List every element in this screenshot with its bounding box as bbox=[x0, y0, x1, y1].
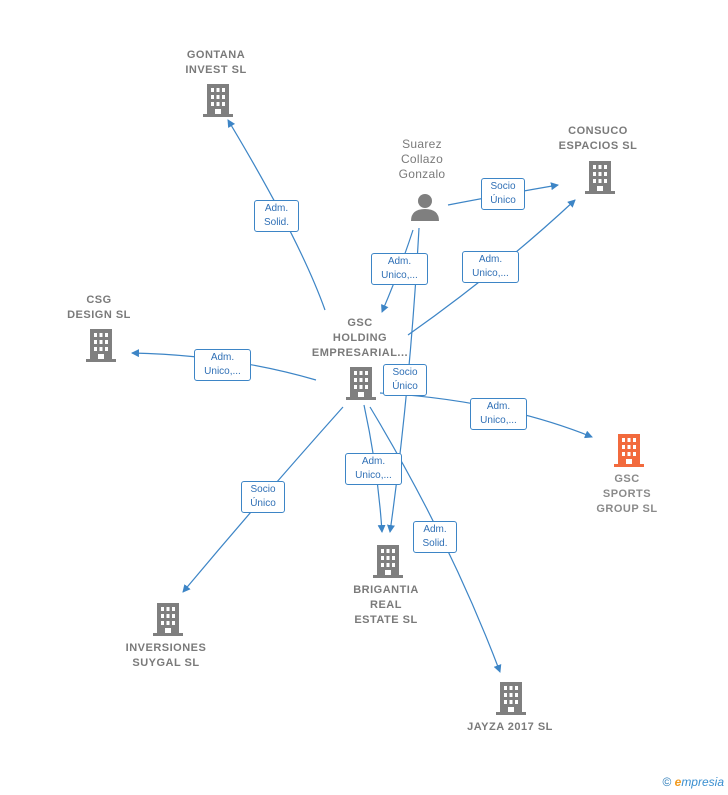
edge-label-inversiones[interactable]: Socio Único bbox=[241, 481, 285, 513]
edge-label-holding-consuco[interactable]: Adm. Unico,... bbox=[462, 251, 519, 283]
node-label-jayza[interactable]: JAYZA 2017 SL bbox=[467, 721, 553, 733]
node-label-csg[interactable]: CSG DESIGN SL bbox=[67, 294, 131, 321]
node-label-inversiones[interactable]: INVERSIONES SUYGAL SL bbox=[125, 642, 207, 669]
brigantia-building-icon[interactable] bbox=[373, 545, 403, 578]
edge-label-jayza[interactable]: Adm. Solid. bbox=[413, 521, 457, 553]
footer-credit: © empresia bbox=[662, 775, 724, 789]
edge-label-csg[interactable]: Adm. Unico,... bbox=[194, 349, 251, 381]
gsc-holding-building-icon[interactable] bbox=[346, 367, 376, 400]
edge-label-brigantia[interactable]: Adm. Unico,... bbox=[345, 453, 402, 485]
edge-label-suarez-brigantia[interactable]: Socio Único bbox=[383, 364, 427, 396]
node-label-suarez[interactable]: Suarez Collazo Gonzalo bbox=[398, 137, 446, 181]
node-label-gontana[interactable]: GONTANA INVEST SL bbox=[185, 49, 247, 76]
gsc-sports-building-icon[interactable] bbox=[614, 434, 644, 467]
node-label-consuco[interactable]: CONSUCO ESPACIOS SL bbox=[558, 125, 638, 152]
edge-label-gontana[interactable]: Adm. Solid. bbox=[254, 200, 299, 232]
node-label-brigantia[interactable]: BRIGANTIA REAL ESTATE SL bbox=[353, 584, 419, 626]
csg-building-icon[interactable] bbox=[86, 329, 116, 362]
copyright-symbol: © bbox=[662, 775, 672, 789]
node-label-gsc-holding[interactable]: GSC HOLDING EMPRESARIAL... bbox=[311, 317, 409, 359]
consuco-building-icon[interactable] bbox=[585, 161, 615, 194]
node-label-gsc-sports[interactable]: GSC SPORTS GROUP SL bbox=[596, 473, 658, 515]
edge-label-suarez-consuco[interactable]: Socio Único bbox=[481, 178, 525, 210]
edge-label-suarez-holding[interactable]: Adm. Unico,... bbox=[371, 253, 428, 285]
edge-label-gsc-sports[interactable]: Adm. Unico,... bbox=[470, 398, 527, 430]
person-icon[interactable] bbox=[411, 194, 439, 221]
inversiones-building-icon[interactable] bbox=[153, 603, 183, 636]
jayza-building-icon[interactable] bbox=[496, 682, 526, 715]
gontana-building-icon[interactable] bbox=[203, 84, 233, 117]
empresia-logo[interactable]: empresia bbox=[674, 775, 724, 789]
